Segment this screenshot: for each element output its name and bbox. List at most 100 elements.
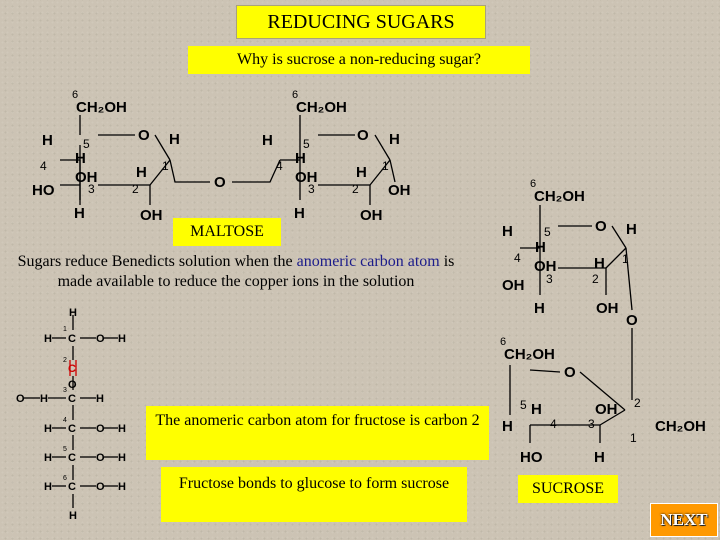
- svg-text:OH: OH: [75, 169, 98, 186]
- svg-text:H: H: [44, 333, 52, 345]
- svg-text:CH₂OH: CH₂OH: [504, 346, 555, 363]
- svg-text:H: H: [295, 150, 306, 167]
- svg-text:O: O: [357, 127, 369, 144]
- svg-text:1: 1: [630, 431, 637, 445]
- svg-text:O: O: [96, 452, 105, 464]
- svg-text:H: H: [75, 150, 86, 167]
- svg-text:4: 4: [63, 417, 67, 424]
- svg-text:4: 4: [550, 417, 557, 431]
- svg-text:O: O: [16, 393, 25, 405]
- svg-text:C: C: [68, 333, 76, 345]
- svg-text:OH: OH: [360, 207, 383, 224]
- svg-text:H: H: [626, 221, 637, 238]
- svg-text:H: H: [294, 205, 305, 222]
- explanation-part1: Sugars reduce Benedicts solution when th…: [17, 253, 297, 270]
- svg-text:OH: OH: [295, 169, 318, 186]
- explanation-highlight: anomeric carbon atom: [296, 253, 440, 270]
- svg-text:H: H: [40, 393, 48, 405]
- svg-text:OH: OH: [140, 207, 163, 224]
- next-button[interactable]: NEXT: [650, 503, 718, 537]
- svg-text:H: H: [534, 300, 545, 317]
- svg-text:1: 1: [63, 326, 67, 333]
- svg-text:OH: OH: [502, 277, 525, 294]
- svg-text:6: 6: [530, 178, 536, 190]
- svg-text:3: 3: [63, 387, 67, 394]
- svg-text:4: 4: [276, 159, 283, 173]
- svg-text:OH: OH: [596, 300, 619, 317]
- svg-text:1: 1: [622, 252, 629, 266]
- svg-text:C: C: [68, 363, 76, 375]
- fructose-bond-box: Fructose bonds to glucose to form sucros…: [161, 467, 467, 522]
- svg-text:O: O: [96, 333, 105, 345]
- svg-text:5: 5: [303, 137, 310, 151]
- svg-text:3: 3: [88, 182, 95, 196]
- svg-text:6: 6: [63, 475, 67, 482]
- svg-text:H: H: [44, 452, 52, 464]
- maltose-structure: 6 CH₂OH H 5 O H H 4 OH H 1 HO 3 2 H OH O…: [32, 89, 411, 224]
- svg-text:O: O: [214, 174, 226, 191]
- sucrose-fructose-structure: 6 CH₂OH O 5 H OH 2 H 4 3 CH₂OH 1 HO H: [500, 336, 706, 466]
- slide-title: REDUCING SUGARS: [236, 5, 486, 39]
- sucrose-glucose-structure: 6 CH₂OH H 5 O H H 4 OH H 1 OH 3 2 H OH O: [502, 178, 638, 329]
- svg-text:O: O: [68, 379, 77, 391]
- svg-text:H: H: [262, 132, 273, 149]
- svg-text:H: H: [44, 423, 52, 435]
- svg-text:3: 3: [308, 182, 315, 196]
- svg-text:1: 1: [162, 159, 169, 173]
- svg-text:6: 6: [72, 89, 78, 101]
- svg-text:H: H: [42, 132, 53, 149]
- svg-text:C: C: [68, 452, 76, 464]
- svg-text:C: C: [68, 393, 76, 405]
- svg-text:CH₂OH: CH₂OH: [296, 99, 347, 116]
- svg-text:3: 3: [546, 272, 553, 286]
- svg-text:H: H: [118, 333, 126, 345]
- svg-text:H: H: [136, 164, 147, 181]
- svg-text:6: 6: [500, 336, 506, 348]
- explanation-text: Sugars reduce Benedicts solution when th…: [6, 252, 466, 292]
- svg-text:H: H: [356, 164, 367, 181]
- svg-text:H: H: [69, 510, 77, 522]
- svg-text:5: 5: [83, 137, 90, 151]
- svg-text:O: O: [595, 218, 607, 235]
- svg-text:CH₂OH: CH₂OH: [76, 99, 127, 116]
- svg-text:H: H: [535, 239, 546, 256]
- svg-text:2: 2: [63, 357, 67, 364]
- svg-text:O: O: [96, 481, 105, 493]
- svg-text:2: 2: [352, 182, 359, 196]
- svg-text:H: H: [44, 481, 52, 493]
- svg-text:2: 2: [132, 182, 139, 196]
- svg-text:5: 5: [544, 225, 551, 239]
- svg-text:H: H: [118, 481, 126, 493]
- svg-text:H: H: [74, 205, 85, 222]
- svg-text:OH: OH: [388, 182, 411, 199]
- svg-text:H: H: [169, 131, 180, 148]
- svg-text:1: 1: [382, 159, 389, 173]
- svg-text:H: H: [118, 452, 126, 464]
- svg-text:H: H: [389, 131, 400, 148]
- svg-text:O: O: [564, 364, 576, 381]
- svg-text:3: 3: [588, 417, 595, 431]
- maltose-label: MALTOSE: [173, 218, 281, 246]
- svg-text:H: H: [118, 423, 126, 435]
- svg-text:H: H: [502, 223, 513, 240]
- question-box: Why is sucrose a non-reducing sugar?: [188, 46, 530, 74]
- svg-text:O: O: [138, 127, 150, 144]
- svg-text:O: O: [96, 423, 105, 435]
- explanation-part2: is made available to reduce the copper i…: [57, 253, 455, 290]
- svg-text:H: H: [69, 307, 77, 319]
- svg-text:2: 2: [592, 272, 599, 286]
- svg-text:4: 4: [40, 159, 47, 173]
- svg-text:OH: OH: [595, 401, 618, 418]
- svg-text:5: 5: [520, 398, 527, 412]
- svg-text:6: 6: [292, 89, 298, 101]
- sucrose-label: SUCROSE: [518, 475, 618, 503]
- svg-text:H: H: [594, 449, 605, 466]
- svg-text:HO: HO: [520, 449, 543, 466]
- svg-text:H: H: [96, 393, 104, 405]
- svg-text:2: 2: [634, 396, 641, 410]
- svg-text:O: O: [626, 312, 638, 329]
- fructose-open-chain: H 1 H C O H 2 C O O H 3 C H 4 H C O H 5 …: [16, 307, 126, 522]
- svg-text:H: H: [531, 401, 542, 418]
- svg-text:OH: OH: [534, 258, 557, 275]
- svg-text:HO: HO: [32, 182, 55, 199]
